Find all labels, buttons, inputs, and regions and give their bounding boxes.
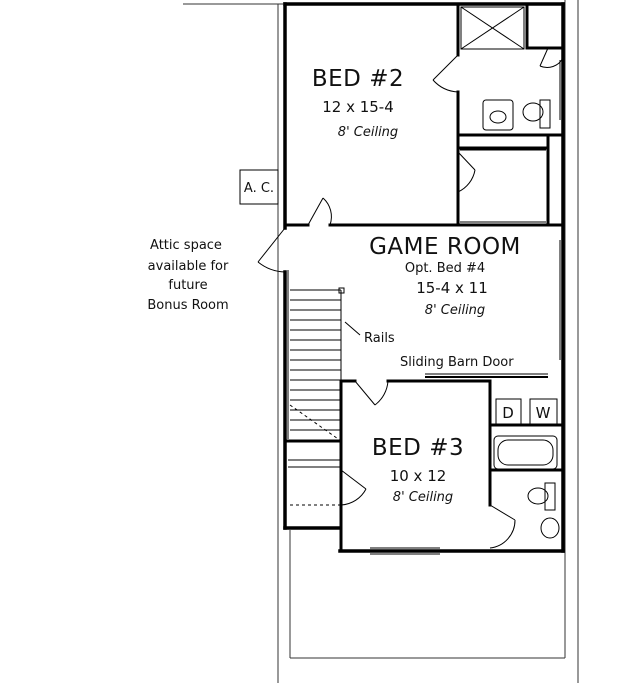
dryer-label: D	[502, 404, 514, 422]
game-name: GAME ROOM	[369, 234, 521, 260]
game-note: Opt. Bed #4	[405, 261, 485, 276]
ac-label: A. C.	[244, 181, 274, 196]
detail-lines	[287, 6, 561, 555]
washer-label: W	[536, 404, 551, 422]
fixtures	[239, 99, 560, 539]
rails-leader	[344, 321, 361, 336]
rails-label: Rails	[364, 331, 395, 346]
attic-line-4: Bonus Room	[147, 298, 228, 313]
attic-line-2: available for	[148, 259, 229, 274]
game-dims: 15-4 x 11	[416, 279, 488, 297]
barn-door-label: Sliding Barn Door	[400, 355, 514, 370]
exterior-walls	[283, 2, 565, 553]
outline-lines	[183, 0, 579, 683]
interior-walls	[283, 2, 565, 553]
bed3-dims: 10 x 12	[390, 467, 447, 485]
stairs	[289, 287, 345, 506]
bed2-name: BED #2	[312, 66, 404, 92]
bed2-dims: 12 x 15-4	[322, 98, 394, 116]
game-ceiling: 8' Ceiling	[425, 303, 485, 318]
doors	[257, 47, 564, 549]
attic-line-3: future	[168, 278, 207, 293]
bed3-name: BED #3	[372, 435, 464, 461]
bed3-ceiling: 8' Ceiling	[393, 490, 453, 505]
attic-line-1: Attic space	[150, 238, 222, 253]
bed2-ceiling: 8' Ceiling	[338, 125, 398, 140]
